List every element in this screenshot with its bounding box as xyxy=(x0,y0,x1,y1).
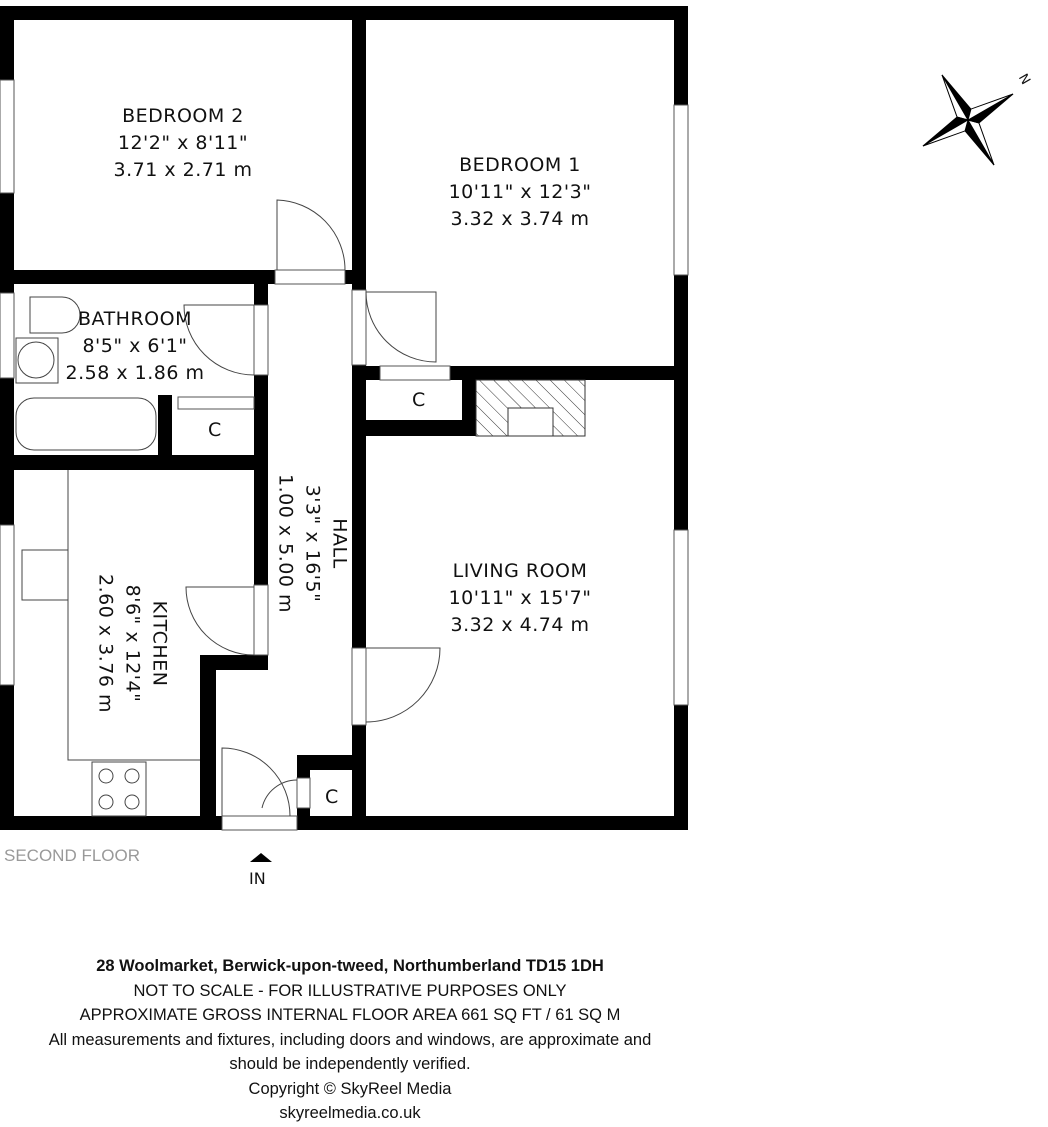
entrance-arrow-icon xyxy=(250,853,272,862)
room-size-metric: 3.32 x 4.74 m xyxy=(450,614,590,636)
room-bathroom: BATHROOM 8'5" x 6'1" 2.58 x 1.86 m xyxy=(35,306,235,387)
compass-icon xyxy=(922,74,1014,166)
fixtures xyxy=(15,296,200,817)
toilet-icon xyxy=(29,296,81,334)
room-size-imperial: 8'5" x 6'1" xyxy=(82,335,188,357)
cupboard-label: C xyxy=(208,419,222,441)
room-size-imperial: 10'11" x 12'3" xyxy=(448,181,592,203)
address: 28 Woolmarket, Berwick-upon-tweed, North… xyxy=(96,957,604,975)
room-size-metric: 3.71 x 2.71 m xyxy=(113,159,253,181)
cupboard-label: C xyxy=(325,786,339,808)
room-name: HALL xyxy=(328,518,351,569)
room-size-imperial: 10'11" x 15'7" xyxy=(448,587,592,609)
disclaimer-continued: should be independently verified. xyxy=(229,1055,471,1073)
room-kitchen: KITCHEN 8'6" x 12'4" 2.60 x 3.76 m xyxy=(92,534,173,754)
room-name: LIVING ROOM xyxy=(452,560,588,582)
kitchen-sink-icon xyxy=(21,549,69,601)
floor-plan xyxy=(0,6,1014,862)
room-name: BEDROOM 2 xyxy=(122,105,244,127)
room-size-imperial: 3'3" x 16'5" xyxy=(301,484,324,603)
entrance-label: IN xyxy=(249,869,266,888)
room-size-metric: 2.60 x 3.76 m xyxy=(94,574,117,713)
hob-icon xyxy=(91,761,147,817)
door-swings xyxy=(183,199,441,817)
room-living-room: LIVING ROOM 10'11" x 15'7" 3.32 x 4.74 m xyxy=(420,558,620,639)
bath-icon xyxy=(15,397,157,451)
floor-label: SECOND FLOOR xyxy=(4,846,141,865)
room-size-imperial: 8'6" x 12'4" xyxy=(121,584,144,703)
scale-note: NOT TO SCALE - FOR ILLUSTRATIVE PURPOSES… xyxy=(133,981,567,1000)
copyright: Copyright © SkyReel Media xyxy=(248,1079,452,1098)
openings xyxy=(0,79,689,831)
room-name: BEDROOM 1 xyxy=(459,154,581,176)
website: skyreelmedia.co.uk xyxy=(279,1104,421,1122)
room-size-metric: 3.32 x 3.74 m xyxy=(450,208,590,230)
footer: 28 Woolmarket, Berwick-upon-tweed, North… xyxy=(0,954,700,1126)
room-name: BATHROOM xyxy=(78,308,192,330)
fireplace xyxy=(507,407,554,437)
sink-icon xyxy=(15,337,59,384)
room-size-metric: 1.00 x 5.00 m xyxy=(274,474,297,613)
cupboard-label: C xyxy=(412,389,426,411)
room-size-metric: 2.58 x 1.86 m xyxy=(65,362,205,384)
room-name: KITCHEN xyxy=(148,600,171,687)
room-bedroom-1: BEDROOM 1 10'11" x 12'3" 3.32 x 3.74 m xyxy=(420,152,620,233)
room-bedroom-2: BEDROOM 2 12'2" x 8'11" 3.71 x 2.71 m xyxy=(83,103,283,184)
room-hall: HALL 3'3" x 16'5" 1.00 x 5.00 m xyxy=(272,444,353,644)
room-size-imperial: 12'2" x 8'11" xyxy=(117,132,249,154)
disclaimer: All measurements and fixtures, including… xyxy=(48,1030,652,1049)
floor-area: APPROXIMATE GROSS INTERNAL FLOOR AREA 66… xyxy=(79,1006,621,1024)
